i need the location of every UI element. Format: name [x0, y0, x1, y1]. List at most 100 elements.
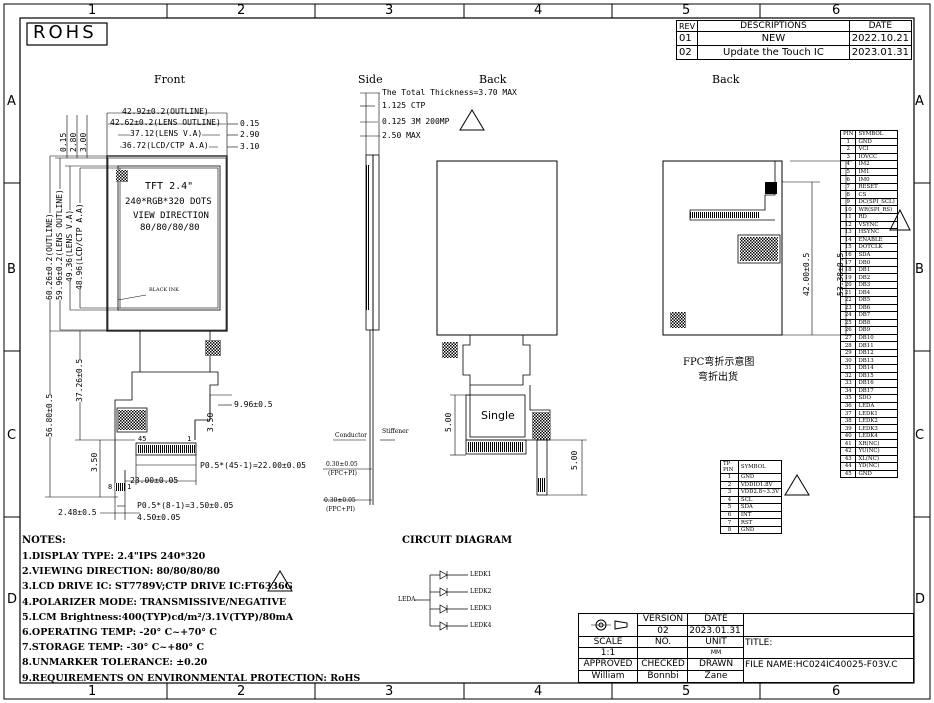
led-2 — [430, 587, 468, 597]
rev-1-date: 2022.10.21 — [848, 31, 913, 46]
lcd-pin-symbol: IOVCC — [855, 152, 898, 162]
ctp-thickness: 1.125 CTP — [382, 101, 426, 110]
lcd-pin-symbol: RESET — [855, 182, 898, 192]
led-4 — [430, 621, 468, 631]
revision-triangles — [267, 109, 911, 592]
lcd-pin-number: 24 — [839, 311, 857, 320]
tp-pin-number: 6 — [720, 510, 739, 520]
checked-value: Bonnbi — [647, 671, 679, 681]
col-mark-4b: 4 — [534, 684, 543, 699]
lcd-pin-number: 25 — [839, 318, 857, 328]
dim-right-290: 2.90 — [240, 130, 260, 139]
rev-2-desc: Update the Touch IC — [697, 45, 850, 60]
lcd-pin-number: 31 — [839, 363, 857, 373]
row-mark-a-r: A — [915, 94, 924, 109]
single-label: Single — [481, 409, 515, 422]
dim-500-a: 5.00 — [444, 412, 453, 432]
title-grid-h5 — [579, 670, 743, 671]
dim-2300: 23.00±0.05 — [130, 476, 179, 485]
led-1 — [430, 570, 468, 580]
row-mark-d: D — [7, 592, 18, 607]
note-item: 4.POLARIZER MODE: TRANSMISSIVE/NEGATIVE — [22, 596, 287, 608]
tp-pin-symbol: GND — [737, 473, 783, 482]
rev-2: 02 — [675, 45, 699, 60]
lcd-pin-symbol: DB3 — [855, 280, 898, 290]
lcd-pin-symbol: DB16 — [855, 379, 898, 388]
dim-450: 4.50±0.05 — [137, 513, 181, 522]
lcd-pin-number: 16 — [839, 250, 857, 260]
view-direction-label: VIEW DIRECTION — [133, 211, 209, 221]
drawn-header: DRAWN — [698, 659, 734, 669]
note-item: 3.LCD DRIVE IC: ST7789V;CTP DRIVE IC:FT6… — [22, 581, 293, 593]
rev-1-desc: NEW — [697, 31, 850, 46]
lcd-pin-number: 6 — [839, 175, 857, 184]
note-item: 7.STORAGE TEMP: -30° C~+80° C — [22, 642, 205, 654]
lcd-pin-number: 1 — [839, 137, 857, 147]
lcd-pin-symbol: VSYNC — [855, 220, 898, 230]
dim-lens-outline-height: 59.96±0.2(LENS OUTLINE) — [55, 189, 64, 300]
lcd-pin-symbol: DB15 — [855, 371, 898, 381]
lcd-pin-number: 38 — [839, 416, 857, 426]
dim-outline-height: 60.26±0.2(OUTLINE) — [45, 213, 54, 300]
row-mark-c: C — [7, 428, 17, 443]
row-mark-d-r: D — [915, 592, 926, 607]
lcd-pin-symbol: DB4 — [855, 288, 898, 298]
lcd-pin-symbol: YD(NC) — [855, 462, 898, 471]
lcd-pin-symbol: LEDK1 — [855, 409, 898, 418]
tp-pin-symbol: RST — [737, 518, 783, 527]
title-grid-v1 — [637, 614, 638, 682]
lcd-pin-symbol: XL(NC) — [855, 454, 898, 464]
lcd-pin-number: 43 — [839, 454, 857, 464]
dim-fpc-8: P0.5*(8-1)=3.50±0.05 — [137, 501, 234, 510]
lcd-pin-symbol: DB0 — [855, 258, 898, 267]
lcd-pin-symbol: DB7 — [855, 311, 898, 320]
col-mark-4: 4 — [534, 3, 543, 18]
pin-1b-label: 1 — [127, 483, 132, 491]
lcd-pin-symbol: YU(NC) — [855, 446, 898, 456]
lcd-pin-symbol: DB8 — [855, 318, 898, 328]
lcd-pin-symbol: DC(SPI_SCL) — [855, 197, 898, 207]
dim-5680: 56.80±0.5 — [45, 393, 54, 437]
tp-pin-number: 8 — [720, 525, 739, 535]
ledk2-label: LEDK2 — [470, 588, 492, 595]
lcd-pin-symbol: CS — [855, 190, 898, 199]
lcd-pin-number: 5 — [839, 167, 857, 177]
lcd-pin-number: 28 — [839, 341, 857, 350]
col-mark-3: 3 — [385, 3, 394, 18]
lcd-pin-symbol: HSYNC — [855, 228, 898, 237]
tp-pin-symbol: VDDIO1.8V — [737, 480, 783, 490]
led-3 — [430, 604, 468, 614]
lcd-pin-number: 13 — [839, 228, 857, 237]
lcd-pin-number: 36 — [839, 401, 857, 411]
tp-pin-number: 7 — [720, 518, 739, 527]
title-grid-h3 — [579, 647, 743, 648]
lcd-pin-symbol: DB5 — [855, 296, 898, 305]
lcd-pin-symbol: DB1 — [855, 265, 898, 275]
tape-thickness: 0.125 3M 200MP — [382, 117, 450, 126]
col-mark-6: 6 — [832, 3, 841, 18]
rev-2-date: 2023.01.31 — [848, 45, 913, 60]
col-mark-5b: 5 — [682, 684, 691, 699]
dim-996: 9.96±0.5 — [234, 400, 273, 409]
lcd-pin-number: 10 — [839, 205, 857, 214]
